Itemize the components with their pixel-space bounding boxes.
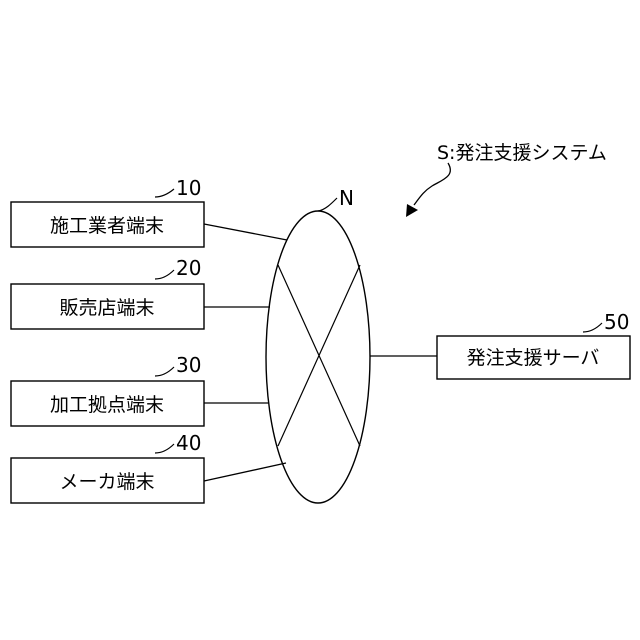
system-arrow-head [406,204,418,217]
ref-leader-line [155,270,174,279]
system-label: S:発注支援システム [437,142,607,164]
terminal-ref: 40 [176,431,201,455]
terminal-ref: 10 [176,176,201,200]
ref-leader-line [155,367,174,376]
terminal-label: 販売店端末 [59,297,154,319]
system-arrow-line [414,163,450,205]
network-label: N [339,186,354,210]
terminal-40: メーカ端末 40 [11,431,286,503]
terminal-label: 施工業者端末 [50,215,164,237]
connection-line [204,224,287,240]
terminal-10: 施工業者端末 10 [11,176,287,247]
terminal-20: 販売店端末 20 [11,256,270,329]
ref-leader-line [583,323,602,332]
server-50: 発注支援サーバ 50 [370,310,630,379]
server-ref: 50 [604,310,629,334]
terminal-30: 加工拠点端末 30 [11,353,269,426]
terminal-ref: 20 [176,256,201,280]
server-label: 発注支援サーバ [467,347,600,369]
network-node [266,211,370,503]
connection-line [204,463,286,481]
terminal-label: 加工拠点端末 [50,394,164,416]
terminal-label: メーカ端末 [59,471,154,493]
ref-leader-line [155,444,174,453]
terminal-ref: 30 [176,353,201,377]
network-leader-line [318,198,337,211]
ref-leader-line [155,189,174,197]
